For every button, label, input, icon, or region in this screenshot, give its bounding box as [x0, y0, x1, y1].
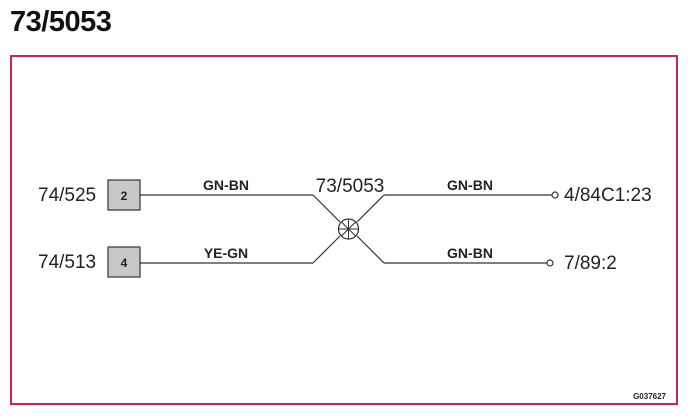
- diagram-frame: [10, 55, 678, 405]
- left-connector-label-2: 74/513: [38, 252, 96, 273]
- diag-right-top: [356, 194, 385, 223]
- splice-circle-cross-icon: [337, 218, 360, 240]
- splice-label: 73/5053: [316, 176, 385, 197]
- wire-color-left-1: GN-BN: [203, 177, 249, 193]
- diag-right-bottom: [356, 235, 385, 264]
- pin-number-2: 4: [121, 256, 128, 270]
- figure-id: G037627: [633, 392, 666, 401]
- wire-color-right-2: GN-BN: [447, 245, 493, 261]
- terminal-right-2: [546, 259, 554, 267]
- right-connector-label-2: 7/89:2: [564, 253, 617, 274]
- left-connector-label-1: 74/525: [38, 185, 96, 206]
- page-title: 73/5053: [10, 6, 112, 38]
- right-connector-label-1: 4/84C1:23: [564, 185, 652, 206]
- terminal-right-1: [551, 191, 559, 199]
- wire-color-left-2: YE-GN: [204, 245, 248, 261]
- pin-box-2: [107, 246, 141, 278]
- pin-number-1: 2: [121, 189, 128, 203]
- diag-left-bottom: [312, 235, 341, 264]
- diag-left-top: [312, 194, 341, 223]
- pin-box-1: [107, 179, 141, 211]
- wire-color-right-1: GN-BN: [447, 177, 493, 193]
